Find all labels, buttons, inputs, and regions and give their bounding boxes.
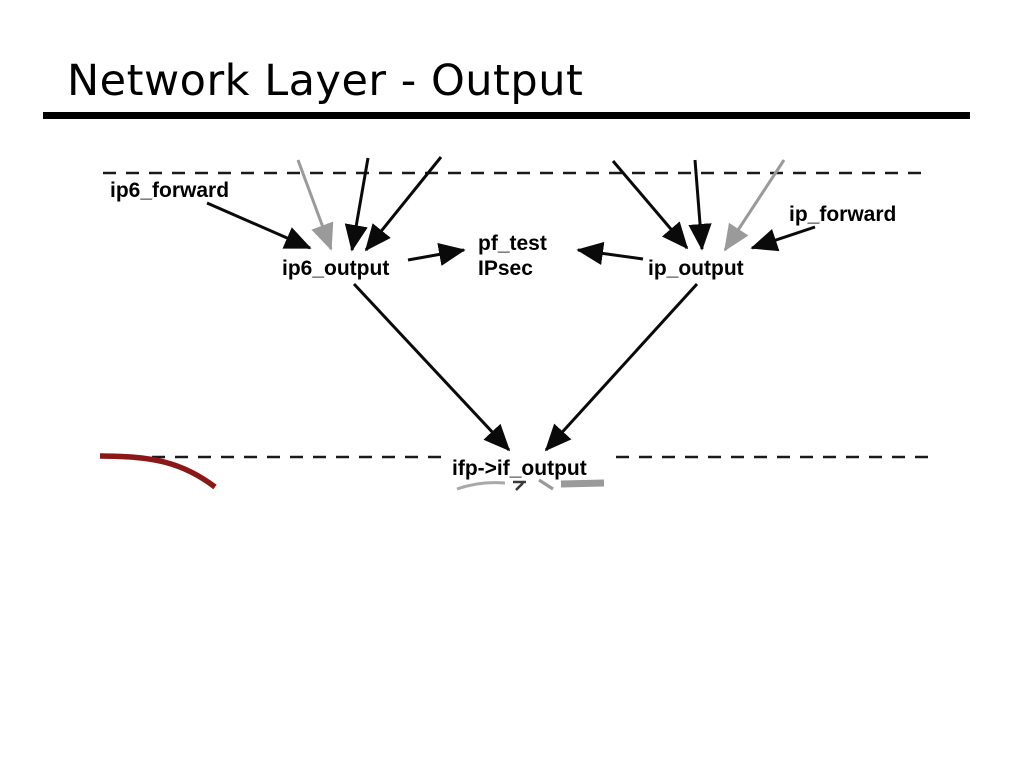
node-label-ipsec: IPsec bbox=[478, 257, 533, 280]
arrow-upper-to-ip6-output-2 bbox=[364, 156, 443, 252]
node-label-pf-test: pf_test bbox=[478, 232, 547, 255]
clipped-dark-fragment bbox=[513, 480, 526, 491]
arrow-upper-to-ip-output-1 bbox=[611, 160, 689, 250]
arrow-upper-to-ip6-output-1 bbox=[344, 157, 370, 252]
arrow-gray-upper-to-ip6-output bbox=[296, 159, 334, 251]
clipped-gray-bar-fragment bbox=[560, 479, 605, 488]
clipped-gray-arc-fragment bbox=[456, 481, 506, 491]
node-label-ip-output: ip_output bbox=[648, 257, 744, 280]
title-underline bbox=[43, 112, 970, 119]
arrow-ip-forward-to-ip-output bbox=[750, 225, 816, 252]
page-title: Network Layer - Output bbox=[67, 56, 584, 106]
arrow-upper-to-ip-output-2 bbox=[688, 159, 712, 251]
arrow-ip6-output-to-if-output bbox=[352, 282, 511, 452]
node-label-ip-forward: ip_forward bbox=[789, 203, 897, 226]
arrow-ip-output-to-if-output bbox=[544, 282, 699, 452]
arrow-ip6-output-to-pf-test bbox=[407, 242, 466, 266]
clipped-gray-slash-fragment bbox=[538, 478, 554, 491]
arrow-gray-upper-to-ip-output bbox=[723, 159, 786, 252]
arrow-ip6-forward-to-ip6-output bbox=[206, 201, 312, 250]
node-label-ip6-forward: ip6_forward bbox=[110, 179, 230, 202]
arrow-ip-output-to-pf-test bbox=[576, 241, 644, 265]
node-label-ifp-if-output: ifp->if_output bbox=[452, 457, 587, 480]
node-label-ip6-output: ip6_output bbox=[282, 257, 390, 280]
red-curve-stroke bbox=[99, 453, 217, 490]
